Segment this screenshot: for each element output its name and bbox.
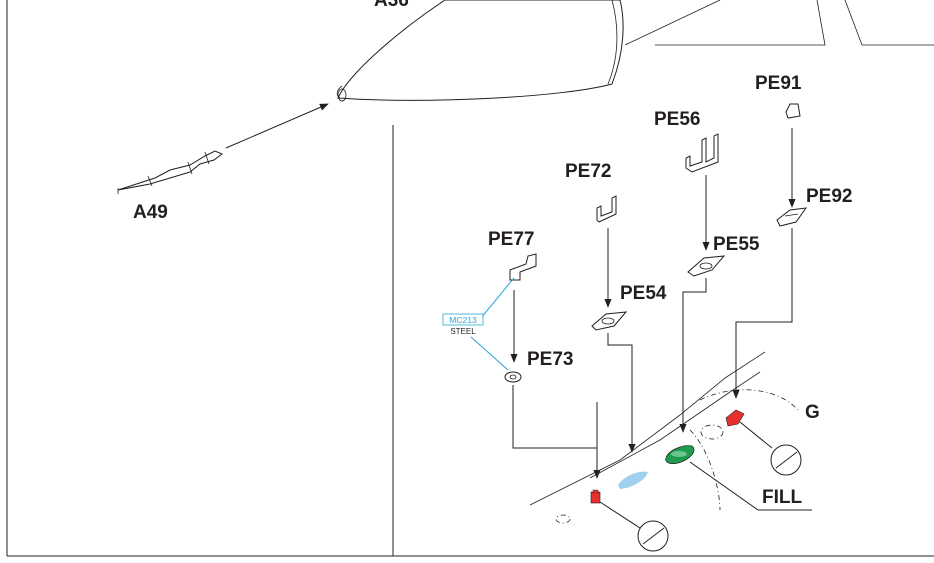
- page-frame: [6, 0, 934, 557]
- nose-cone-part: [336, 0, 934, 102]
- label-pe72: PE72: [565, 161, 611, 182]
- fill-leader: [689, 461, 812, 511]
- pe77-part: [509, 253, 537, 363]
- pe72-part: [596, 195, 617, 308]
- label-pe92: PE92: [806, 186, 852, 207]
- green-part: [665, 445, 695, 464]
- label-pe54: PE54: [620, 283, 667, 304]
- red-part-upper: [725, 409, 745, 427]
- pe73-part: [504, 371, 522, 383]
- pe55-part: [687, 255, 726, 277]
- pe56-part: [685, 133, 719, 251]
- material-callout: MC213 STEEL: [442, 277, 515, 371]
- pe91-part: [785, 103, 801, 208]
- label-pe91: PE91: [755, 73, 802, 94]
- pe54-part: [591, 311, 628, 331]
- label-a36: A36: [374, 0, 409, 11]
- blue-part: [618, 471, 648, 489]
- detail-circle-upper: [739, 421, 802, 476]
- label-g: G: [805, 402, 820, 423]
- label-pe56: PE56: [654, 109, 700, 130]
- pe92-part: [776, 207, 808, 227]
- label-fill: FILL: [762, 487, 802, 508]
- detail-circle-lower: [599, 501, 669, 552]
- material-name: STEEL: [450, 327, 476, 336]
- label-pe77: PE77: [488, 229, 534, 250]
- pitot-probe-part: [117, 103, 329, 194]
- material-code: MC213: [449, 315, 477, 325]
- label-pe73: PE73: [527, 349, 573, 370]
- leader-lines: [512, 228, 793, 479]
- red-part-lower: [590, 489, 601, 504]
- fuselage-surface: [529, 351, 799, 524]
- label-a49: A49: [133, 202, 168, 223]
- label-pe55: PE55: [713, 234, 760, 255]
